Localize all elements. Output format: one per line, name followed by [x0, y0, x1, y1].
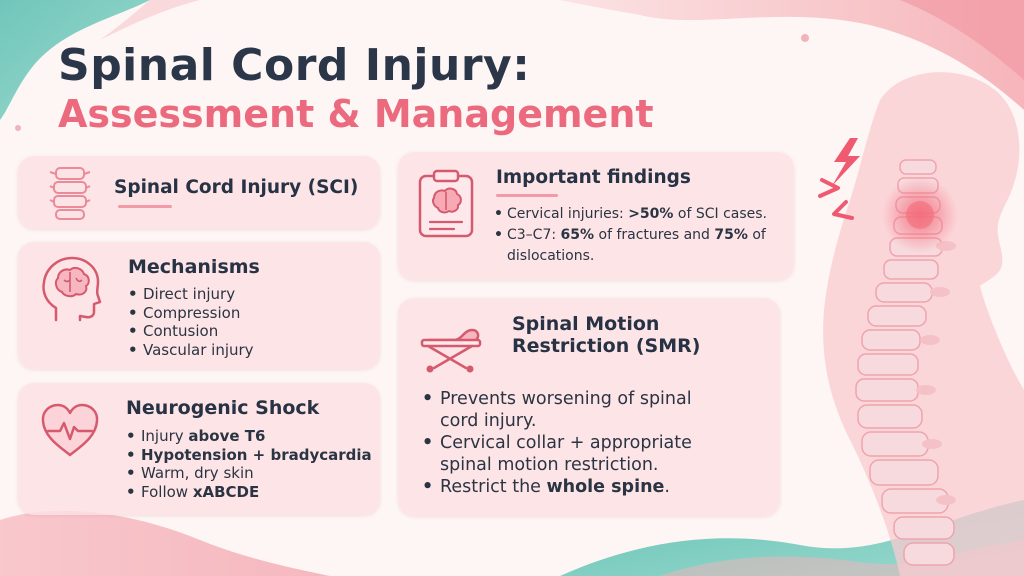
lightning-pain-icon — [818, 138, 860, 220]
card-sci: Spinal Cord Injury (SCI) — [18, 156, 380, 229]
list-item: Vascular injury — [128, 341, 254, 360]
stretcher-icon — [420, 328, 482, 373]
card-mechanisms-title: Mechanisms — [128, 256, 260, 278]
card-findings-title: Important findings — [496, 167, 691, 188]
card-smr-title-line2: Restriction (SMR) — [512, 335, 701, 357]
list-item: Hypotension + bradycardia — [126, 446, 372, 465]
list-item: Follow xABCDE — [126, 483, 372, 502]
vertebrae-icon — [49, 167, 91, 220]
list-item: Compression — [128, 304, 254, 323]
list-item: Restrict the whole spine. — [422, 476, 692, 498]
list-item: C3–C7: 65% of fractures and 75% of — [494, 225, 786, 246]
title-line-1: Spinal Cord Injury: — [58, 40, 531, 91]
list-item: Contusion — [128, 322, 254, 341]
card-sci-title: Spinal Cord Injury (SCI) — [114, 177, 359, 198]
card-sci-underline — [118, 205, 172, 208]
card-mechanisms: Mechanisms Direct injury Compression Con… — [18, 242, 380, 369]
page-title: Spinal Cord Injury: Assessment & Managem… — [58, 40, 654, 136]
brain-head-icon — [42, 256, 102, 322]
list-item-continuation: dislocations. — [507, 248, 595, 264]
list-item: Direct injury — [128, 285, 254, 304]
card-smr-title-line1: Spinal Motion — [512, 313, 660, 335]
card-neurogenic-title: Neurogenic Shock — [126, 397, 320, 419]
card-important-findings: Important findings Cervical injuries: >5… — [398, 152, 794, 280]
card-neurogenic-shock: Neurogenic Shock Injury above T6 Hypoten… — [18, 383, 380, 515]
clipboard-brain-icon — [418, 169, 474, 238]
list-item: Cervical injuries: >50% of SCI cases. — [494, 204, 786, 225]
list-item: Injury above T6 — [126, 427, 372, 446]
card-smr: Spinal Motion Restriction (SMR) Prevents… — [398, 298, 780, 516]
card-mechanisms-list: Direct injury Compression Contusion Vasc… — [128, 285, 254, 359]
head-and-spine-illustration — [823, 72, 1024, 576]
card-neurogenic-list: Injury above T6 Hypotension + bradycardi… — [126, 427, 372, 501]
list-item: Warm, dry skin — [126, 464, 372, 483]
card-findings-underline — [496, 194, 558, 197]
heart-pulse-icon — [41, 403, 99, 457]
card-findings-list: Cervical injuries: >50% of SCI cases. C3… — [494, 204, 786, 267]
title-line-2: Assessment & Management — [58, 92, 654, 136]
